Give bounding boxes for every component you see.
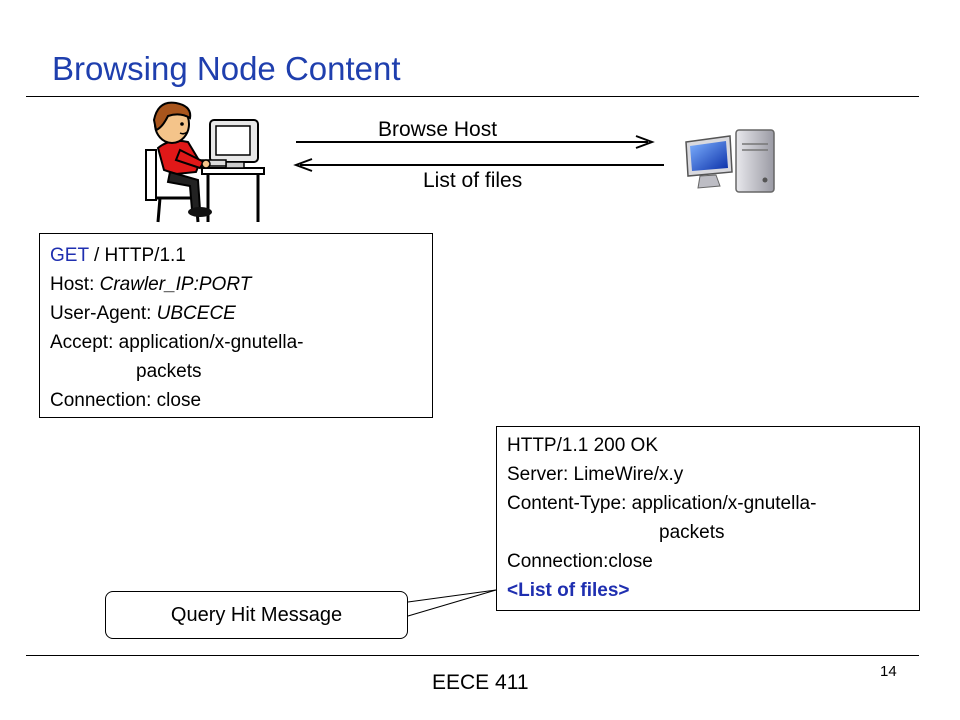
bottom-divider	[26, 655, 919, 656]
content-type-continuation: packets	[659, 522, 725, 543]
accept-header: Accept: application/x-gnutella-	[50, 332, 304, 353]
content-type-header: Content-Type: application/x-gnutella-	[507, 493, 817, 514]
slide-title: Browsing Node Content	[52, 50, 401, 87]
host-value: Crawler_IP:PORT	[99, 274, 252, 295]
connection-header: Connection: close	[50, 390, 202, 411]
browse-host-arrow	[296, 135, 655, 149]
page-number: 14	[880, 663, 897, 680]
browse-host-label: Browse Host	[378, 118, 498, 141]
user-agent-value: UBCECE	[156, 303, 236, 324]
http-response-box: HTTP/1.1 200 OK Server: LimeWire/x.y Con…	[496, 426, 920, 611]
request-method: GET	[50, 245, 89, 266]
accept-header-continuation: packets	[136, 361, 202, 382]
http-request-box: GET / HTTP/1.1 Host: Crawler_IP:PORT Use…	[39, 233, 433, 418]
remote-computer-icon	[685, 129, 775, 193]
response-connection-header: Connection:close	[507, 551, 653, 572]
server-header: Server: LimeWire/x.y	[507, 464, 684, 485]
user-agent-key: User-Agent:	[50, 303, 157, 324]
status-line: HTTP/1.1 200 OK	[507, 435, 659, 456]
query-hit-callout: Query Hit Message	[105, 591, 408, 639]
list-of-files-arrow	[293, 158, 664, 172]
request-line: GET / HTTP/1.1	[50, 241, 422, 270]
host-header: Host: Crawler_IP:PORT	[50, 270, 422, 299]
query-hit-label: Query Hit Message	[170, 603, 343, 626]
top-divider	[26, 96, 919, 97]
user-at-computer-icon	[145, 101, 265, 223]
request-path: / HTTP/1.1	[88, 245, 186, 266]
footer-course: EECE 411	[432, 671, 529, 694]
callout-pointer	[407, 589, 497, 617]
user-agent-header: User-Agent: UBCECE	[50, 299, 422, 328]
response-body: <List of files>	[507, 580, 630, 601]
host-key: Host:	[50, 274, 100, 295]
list-of-files-label: List of files	[423, 169, 523, 192]
